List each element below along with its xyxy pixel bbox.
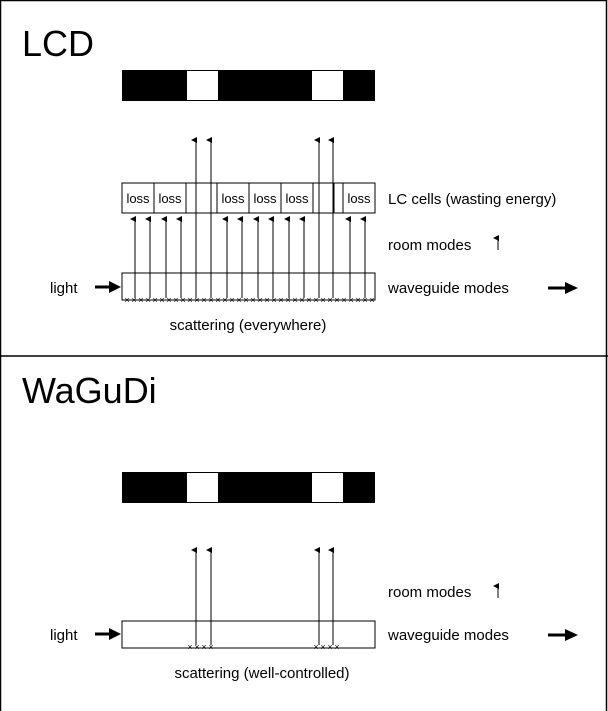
- room-modes-label: room modes: [388, 584, 471, 601]
- pixel-on: [187, 473, 218, 502]
- scatter-mark: ×: [180, 295, 185, 305]
- scatter-mark: ×: [320, 295, 325, 305]
- wagudi-room-mode-rays: [191, 547, 334, 645]
- scatter-mark: ×: [369, 295, 374, 305]
- lcd-room-mode-rays: [130, 137, 366, 298]
- pixel-on: [312, 473, 343, 502]
- scatter-mark: ×: [362, 295, 367, 305]
- light-arrow-icon: [95, 628, 121, 640]
- scatter-mark: ×: [138, 295, 143, 305]
- scatter-mark: ×: [194, 642, 199, 652]
- scatter-mark: ×: [313, 295, 318, 305]
- lc-cell-loss-label: loss: [221, 191, 245, 206]
- scatter-mark: ×: [278, 295, 283, 305]
- room-modes-label: room modes: [388, 237, 471, 254]
- scatter-mark: ×: [229, 295, 234, 305]
- scatter-mark: ×: [236, 295, 241, 305]
- scatter-mark: ×: [257, 295, 262, 305]
- scatter-mark: ×: [187, 295, 192, 305]
- scatter-mark: ×: [222, 295, 227, 305]
- scatter-mark: ×: [320, 642, 325, 652]
- scatter-mark: ×: [285, 295, 290, 305]
- scatter-mark: ×: [271, 295, 276, 305]
- scatter-mark: ×: [341, 295, 346, 305]
- scatter-mark: ×: [348, 295, 353, 305]
- scatter-mark: ×: [208, 295, 213, 305]
- scatter-mark: ×: [299, 295, 304, 305]
- scatter-mark: ×: [264, 295, 269, 305]
- wagudi-scatter-marks: ××××××××: [187, 642, 339, 652]
- scatter-mark: ×: [243, 295, 248, 305]
- scatter-mark: ×: [334, 642, 339, 652]
- right-arrow-icon: [548, 282, 578, 294]
- scatter-mark: ×: [250, 295, 255, 305]
- lc-cell-loss-label: loss: [285, 191, 309, 206]
- scatter-mark: ×: [215, 295, 220, 305]
- scatter-mark: ×: [159, 295, 164, 305]
- lc-cell-row: loss loss loss loss loss loss: [121, 182, 376, 214]
- scatter-mark: ×: [173, 295, 178, 305]
- light-label: light: [50, 627, 78, 644]
- wagudi-panel: WaGuDi ×××××××× room modes waveguide mod…: [22, 370, 578, 682]
- right-arrow-icon: [548, 629, 578, 641]
- pixel-on: [187, 71, 218, 100]
- scatter-mark: ×: [327, 642, 332, 652]
- lc-cell-loss-label: loss: [126, 191, 150, 206]
- scattering-label: scattering (well-controlled): [174, 665, 349, 682]
- light-label: light: [50, 280, 78, 297]
- wagudi-display-strip: [122, 472, 375, 503]
- scatter-mark: ×: [201, 295, 206, 305]
- scatter-mark: ×: [334, 295, 339, 305]
- lcd-scatter-marks: ××××××××××××××××××××××××××××××××××××: [124, 295, 374, 305]
- waveguide-modes-label: waveguide modes: [387, 280, 509, 297]
- scatter-mark: ×: [313, 642, 318, 652]
- scatter-mark: ×: [208, 642, 213, 652]
- lc-cell-loss-label: loss: [347, 191, 371, 206]
- scatter-mark: ×: [145, 295, 150, 305]
- lcd-title: LCD: [22, 23, 94, 64]
- scatter-mark: ×: [124, 295, 129, 305]
- scatter-mark: ×: [327, 295, 332, 305]
- scatter-mark: ×: [194, 295, 199, 305]
- scatter-mark: ×: [131, 295, 136, 305]
- lc-cell-loss-label: loss: [253, 191, 277, 206]
- light-arrow-icon: [95, 281, 121, 293]
- scatter-mark: ×: [306, 295, 311, 305]
- lc-cell-loss-label: loss: [158, 191, 182, 206]
- scatter-mark: ×: [152, 295, 157, 305]
- scatter-mark: ×: [166, 295, 171, 305]
- lc-cells-label: LC cells (wasting energy): [388, 191, 556, 208]
- scatter-mark: ×: [201, 642, 206, 652]
- waveguide-modes-label: waveguide modes: [387, 627, 509, 644]
- scatter-mark: ×: [292, 295, 297, 305]
- lcd-display-strip: [122, 70, 375, 101]
- scatter-mark: ×: [187, 642, 192, 652]
- pixel-on: [312, 71, 343, 100]
- scatter-mark: ×: [355, 295, 360, 305]
- wagudi-title: WaGuDi: [22, 370, 157, 411]
- scattering-label: scattering (everywhere): [170, 317, 327, 334]
